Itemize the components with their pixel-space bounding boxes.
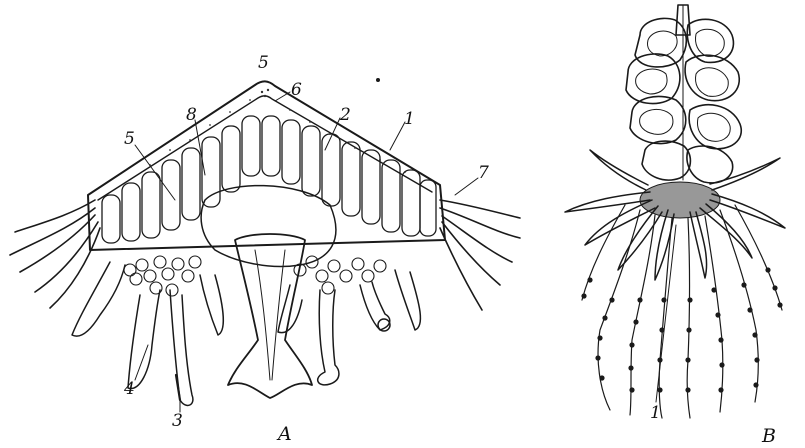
float-chambers <box>102 116 436 243</box>
label-7: 7 <box>478 163 489 183</box>
gonophore-clusters <box>124 256 386 296</box>
caption-a: A <box>276 423 292 445</box>
marginal-tentacles-left <box>10 200 100 308</box>
print-speck <box>376 78 380 82</box>
siphon-line-2 <box>272 250 285 380</box>
label-8: 8 <box>186 105 197 125</box>
central-body-mass <box>201 186 336 267</box>
nematocyst-batteries <box>581 267 782 392</box>
nectophore-column <box>626 5 741 183</box>
panel-b-colony: 1 B <box>565 5 785 447</box>
caption-b: B <box>761 425 776 447</box>
label-5-top: 5 <box>258 53 269 73</box>
leader-lines-a <box>135 92 478 412</box>
label-6: 6 <box>291 80 302 100</box>
nectophore-inner-walls <box>636 5 731 180</box>
label-b-1: 1 <box>650 403 661 423</box>
label-2: 2 <box>339 105 351 125</box>
label-5-left: 5 <box>124 129 135 149</box>
siphon-line-1 <box>255 250 270 380</box>
marginal-tentacles-right <box>440 200 520 310</box>
label-1: 1 <box>404 109 415 129</box>
label-4: 4 <box>123 379 135 399</box>
panel-a-medusa-section: 5 6 5 8 2 1 7 4 3 A <box>10 53 520 445</box>
label-3: 3 <box>172 411 183 431</box>
central-gastrozooid <box>228 234 312 398</box>
